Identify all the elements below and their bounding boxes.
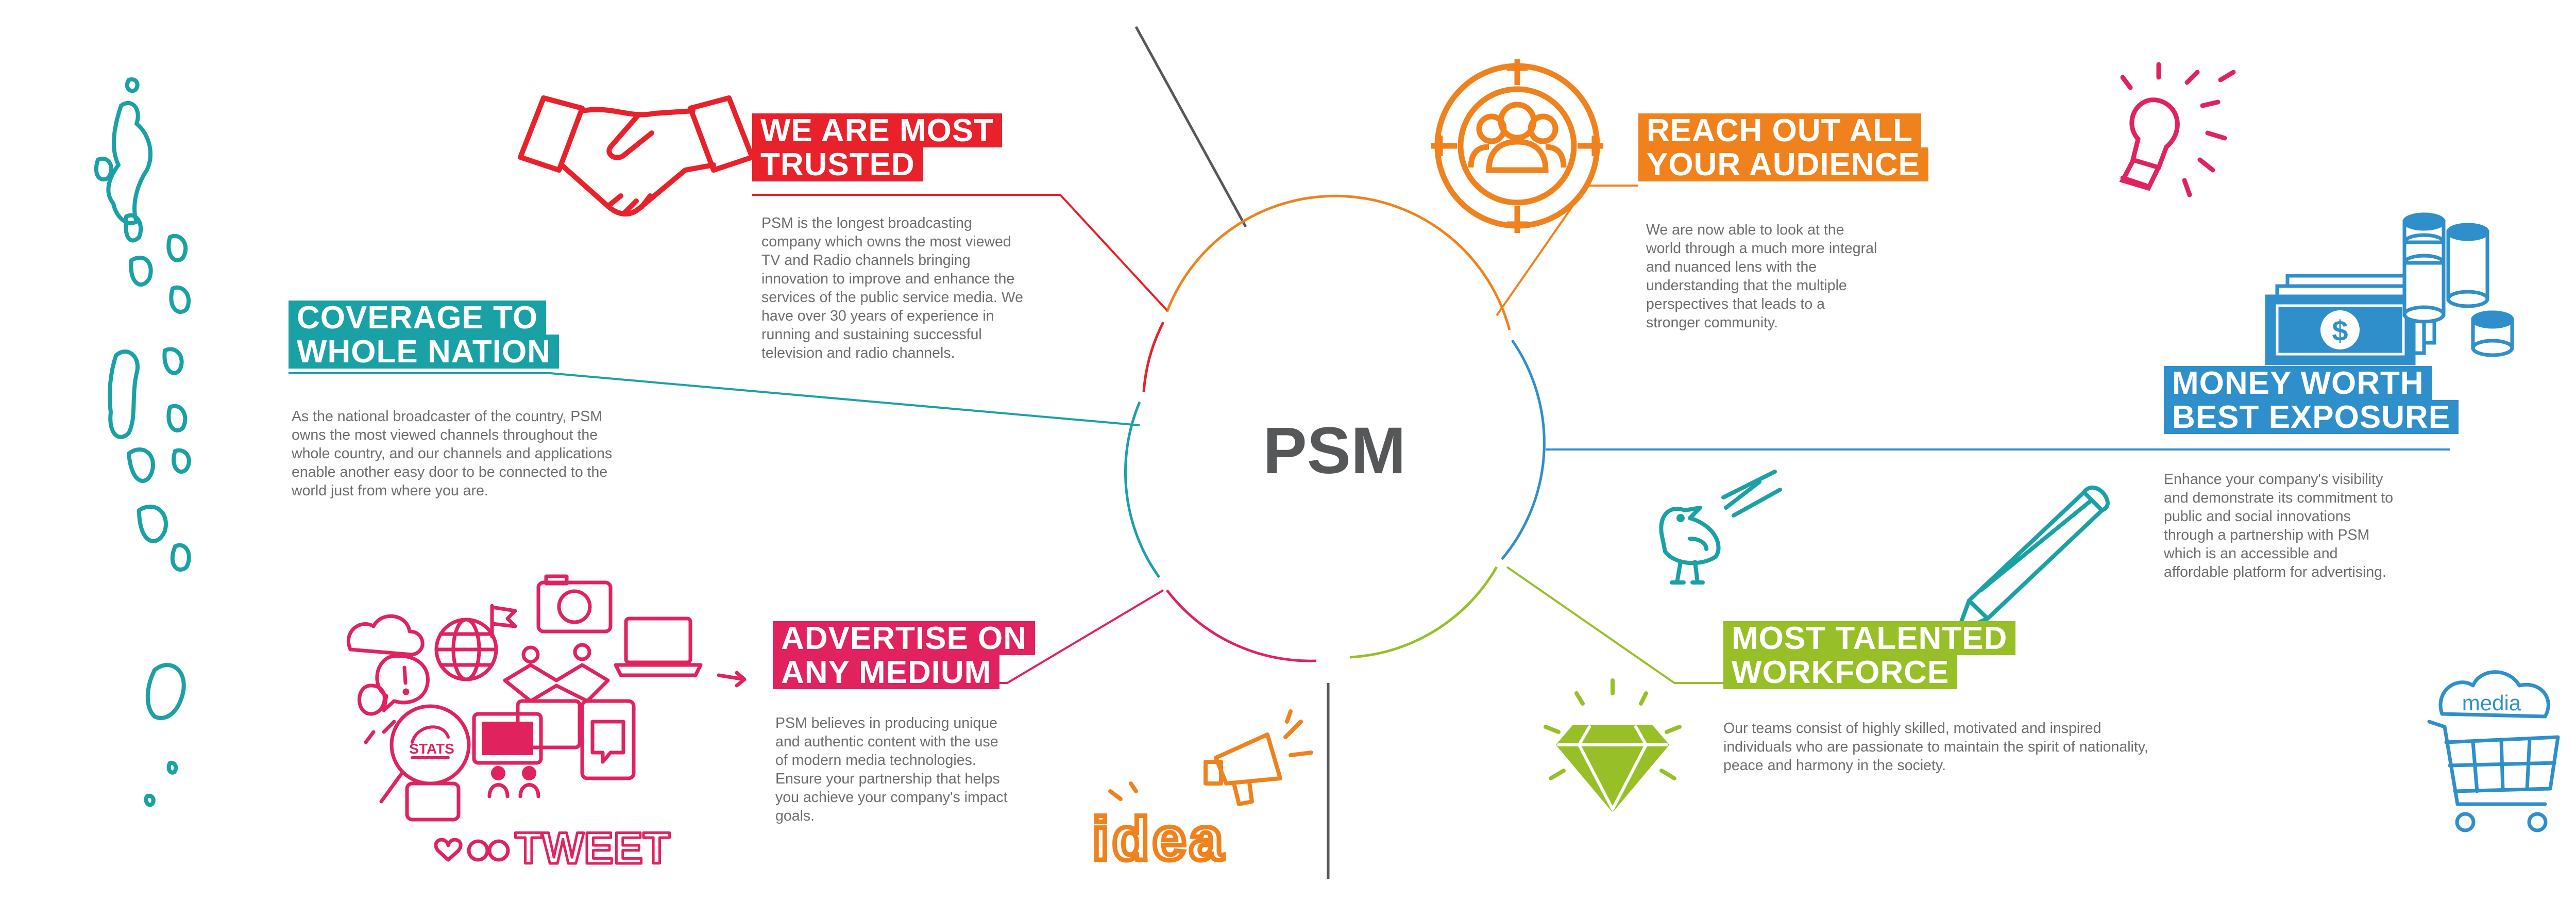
trusted-heading-line2: TRUSTED xyxy=(752,147,923,181)
money-coins-icon: $ xyxy=(2265,212,2514,365)
coverage-heading-line1: COVERAGE TO xyxy=(289,301,547,335)
stats-label: STATS xyxy=(409,741,454,757)
money-body-line: public and social innovations xyxy=(2164,508,2351,525)
connector-trusted xyxy=(752,194,1168,311)
trusted-heading: WE ARE MOST TRUSTED xyxy=(752,113,1003,181)
money-body-line: which is an accessible and xyxy=(2164,545,2338,562)
phone-icon xyxy=(405,781,461,822)
trusted-body-line: TV and Radio channels bringing xyxy=(761,252,971,269)
camera-icon xyxy=(536,580,613,634)
audience-body-line: We are now able to look at the xyxy=(1646,222,1844,238)
advertise-body-line: PSM believes in producing unique xyxy=(775,715,997,731)
cloud-icon xyxy=(346,614,425,657)
advertise-body-line: and authentic content with the use xyxy=(775,734,998,750)
map-pins-icon xyxy=(503,663,610,703)
maldives-map-icon xyxy=(94,77,191,807)
pencil-icon xyxy=(1956,486,2110,634)
trusted-body-line: have over 30 years of experience in xyxy=(761,308,994,324)
trusted-body-line: television and radio channels. xyxy=(761,345,955,361)
workforce-heading: MOST TALENTED WORKFORCE xyxy=(1723,621,2016,689)
users-icon xyxy=(487,783,540,798)
flag-icon xyxy=(490,604,517,639)
alert-bubble-icon xyxy=(375,654,430,712)
lightbulb-icon xyxy=(2119,62,2236,197)
arrow-icon xyxy=(717,671,747,688)
advertise-heading: ADVERTISE ON ANY MEDIUM xyxy=(773,621,1036,689)
arc-orange xyxy=(1165,194,1511,330)
tweet-label: TWEET xyxy=(515,824,670,873)
advertise-body-line: of modern media technologies. xyxy=(775,752,976,769)
money-body: Enhance your company's visibility and de… xyxy=(2164,470,2452,581)
tablet-icon xyxy=(580,699,636,780)
advertise-body: PSM believes in producing unique and aut… xyxy=(775,714,1064,825)
hearts-icon xyxy=(434,838,463,862)
workforce-heading-line1: MOST TALENTED xyxy=(1723,621,2016,655)
workforce-body: Our teams consist of highly skilled, mot… xyxy=(1723,719,2218,775)
audience-body-line: stronger community. xyxy=(1646,314,1778,331)
workforce-body-line: individuals who are passionate to mainta… xyxy=(1723,739,2148,755)
megaphone-icon xyxy=(1108,709,1313,806)
coverage-body-line: whole country, and our channels and appl… xyxy=(292,445,613,462)
diamond-icon xyxy=(1544,678,1682,811)
media-cart-icon: media xyxy=(2427,670,2560,832)
trusted-body-line: company which owns the most viewed xyxy=(761,234,1011,250)
media-label: media xyxy=(2462,691,2521,715)
workforce-body-line: peace and harmony in the society. xyxy=(1723,757,1946,774)
workforce-body-line: Our teams consist of highly skilled, mot… xyxy=(1723,720,2102,737)
dollar-symbol: $ xyxy=(2332,314,2348,347)
trusted-body-line: innovation to improve and enhance the xyxy=(761,271,1015,287)
idea-label: idea xyxy=(1092,805,1226,873)
money-heading-line1: MONEY WORTH xyxy=(2164,366,2432,400)
audience-heading-line2: YOUR AUDIENCE xyxy=(1638,147,1928,181)
trusted-body: PSM is the longest broadcasting company … xyxy=(761,214,1050,362)
advertise-heading-line1: ADVERTISE ON xyxy=(773,621,1036,655)
handshake-icon xyxy=(518,95,755,216)
center-circle xyxy=(1124,194,1546,662)
coverage-body-line: world just from where you are. xyxy=(292,482,488,499)
center-title: PSM xyxy=(1263,414,1406,488)
money-body-line: and demonstrate its commitment to xyxy=(2164,490,2394,506)
trusted-body-line: PSM is the longest broadcasting xyxy=(761,215,972,231)
workforce-heading-line2: WORKFORCE xyxy=(1723,655,1958,689)
money-body-line: through a partnership with PSM xyxy=(2164,527,2370,543)
trusted-heading-line1: WE ARE MOST xyxy=(752,113,1003,147)
coverage-heading: COVERAGE TO WHOLE NATION xyxy=(289,301,560,369)
money-body-line: Enhance your company's visibility xyxy=(2164,471,2383,488)
trusted-body-line: services of the public service media. We xyxy=(761,289,1023,306)
audience-body: We are now able to look at the world thr… xyxy=(1646,221,1924,332)
arc-magenta xyxy=(1166,589,1317,662)
coverage-body-line: As the national broadcaster of the count… xyxy=(292,408,603,425)
advertise-body-line: Ensure your partnership that helps xyxy=(775,771,1000,787)
trusted-body-line: running and sustaining successful xyxy=(761,326,982,343)
advertise-body-line: you achieve your company's impact xyxy=(775,789,1008,806)
tv-icon xyxy=(472,712,543,765)
target-audience-icon xyxy=(1431,59,1603,233)
arc-green xyxy=(1349,566,1498,659)
advertise-heading-line2: ANY MEDIUM xyxy=(773,655,1000,689)
money-heading-line2: BEST EXPOSURE xyxy=(2164,400,2459,434)
advertise-body-line: goals. xyxy=(775,808,815,824)
audience-heading: REACH OUT ALL YOUR AUDIENCE xyxy=(1638,113,1928,181)
audience-body-line: and nuanced lens with the xyxy=(1646,259,1817,275)
audience-body-line: perspectives that leads to a xyxy=(1646,296,1825,312)
audience-body-line: world through a much more integral xyxy=(1646,240,1877,257)
arc-red xyxy=(1142,321,1165,392)
media-doodles-icon: STATS TWEET xyxy=(346,574,747,875)
audience-body-line: understanding that the multiple xyxy=(1646,277,1847,294)
laptop-icon xyxy=(624,616,692,664)
coverage-heading-line2: WHOLE NATION xyxy=(289,335,560,369)
money-body-line: affordable platform for advertising. xyxy=(2164,564,2386,580)
bird-icon xyxy=(1659,470,1782,585)
connector-coverage xyxy=(289,372,1140,426)
divider-line-top xyxy=(1134,26,1247,228)
coverage-body-line: owns the most viewed channels throughout… xyxy=(292,427,598,443)
arc-teal xyxy=(1124,402,1161,578)
audience-heading-line1: REACH OUT ALL xyxy=(1638,113,1921,147)
money-heading: MONEY WORTH BEST EXPOSURE xyxy=(2164,366,2459,434)
arc-blue xyxy=(1501,339,1546,560)
coverage-body: As the national broadcaster of the count… xyxy=(292,407,673,500)
coverage-body-line: enable another easy door to be connected… xyxy=(292,464,608,480)
